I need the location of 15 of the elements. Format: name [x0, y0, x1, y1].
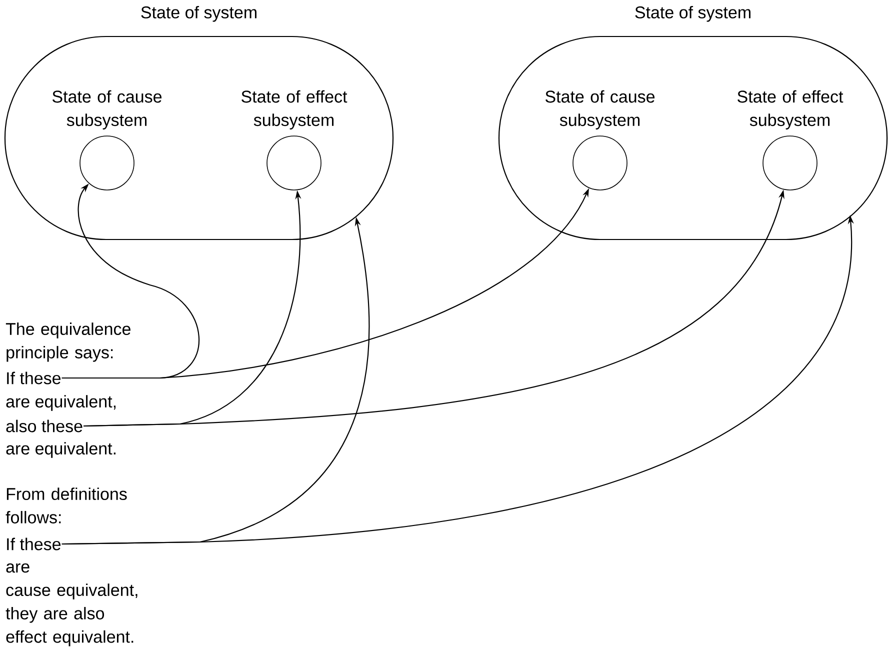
statement-text: also these — [6, 420, 82, 432]
node-label: State of cause subsystem — [545, 90, 655, 130]
node-label: State of effect subsystem — [242, 90, 348, 130]
statement-text: If these — [7, 372, 61, 384]
note-text: The equivalence principle says: — [6, 322, 130, 362]
statement-text: If these — [7, 538, 61, 550]
node-label: State of system — [635, 6, 750, 22]
node-label: State of system — [141, 6, 256, 22]
node-label: State of effect subsystem — [738, 90, 844, 130]
note-text: are equivalent, — [6, 395, 116, 411]
note-text: are — [6, 563, 30, 573]
note-text: From definitions follows: — [6, 488, 127, 524]
node-label: State of cause subsystem — [52, 90, 162, 130]
note-text: are equivalent. — [6, 442, 116, 458]
note-text: cause equivalent, they are also effect equivalent. — [6, 584, 138, 646]
